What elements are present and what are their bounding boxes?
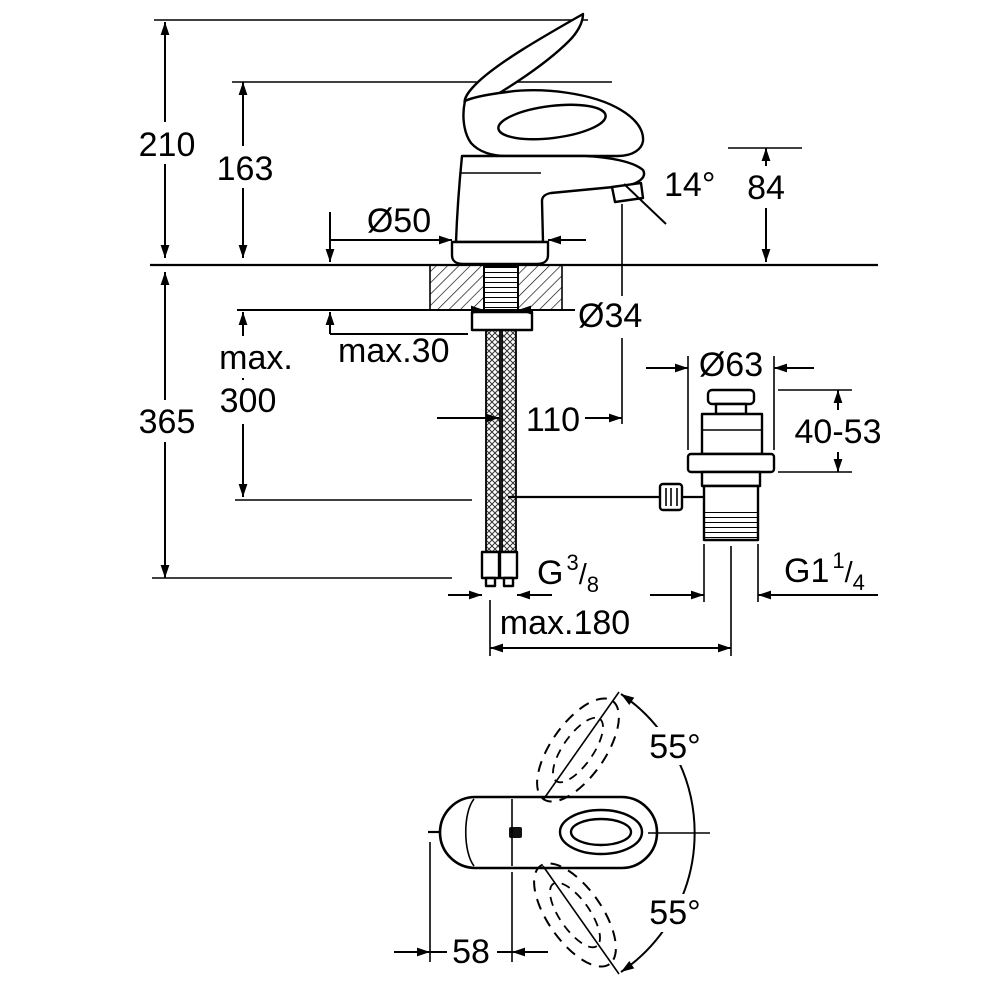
label-bg	[134, 122, 200, 164]
side-view: 210 163 365 max. 300	[134, 12, 885, 656]
dim-max180: max.180	[490, 604, 731, 653]
label-14deg: 14°	[664, 166, 715, 204]
dim-14deg: 14°	[623, 166, 715, 225]
rotated-handle-bottom-inner	[549, 881, 601, 949]
label-bg	[791, 410, 885, 452]
counter-hatch-right	[518, 266, 562, 310]
label-d50: Ø50	[367, 202, 431, 240]
label-55-bottom: 55°	[649, 894, 700, 932]
label-58: 58	[452, 933, 490, 971]
radial-line-bottom	[542, 865, 620, 975]
angle-leader-line	[623, 183, 667, 225]
label-110: 110	[526, 401, 580, 439]
handle-top-view	[428, 795, 659, 870]
threaded-shank	[483, 265, 519, 313]
dimensions-side-view: 210 163 365 max. 300	[134, 22, 885, 653]
label-bg	[204, 380, 294, 424]
label-bg	[642, 727, 708, 765]
hose-tail-right	[502, 576, 515, 588]
supply-hose-left	[485, 329, 501, 557]
dim-d50: Ø50	[325, 202, 586, 262]
supply-hoses-group	[480, 329, 519, 588]
label-max300-line1: max.	[219, 339, 293, 377]
radial-line-top	[542, 691, 620, 801]
label-max180: max.180	[500, 604, 630, 642]
label-84: 84	[747, 169, 785, 207]
dim-max300: max. 300	[204, 312, 306, 497]
mounting-shank-group	[470, 265, 534, 332]
top-view: 55° 55° 58	[394, 691, 710, 975]
mounting-nut	[470, 310, 534, 332]
drain-flange	[686, 452, 776, 474]
tailpipe-thread	[704, 508, 758, 540]
drain-lower-neck	[700, 470, 762, 488]
dim-max30: max.30	[325, 312, 468, 370]
hose-tail-left	[484, 576, 497, 588]
label-bg	[737, 166, 795, 208]
label-bg	[134, 400, 200, 442]
label-max300-line2: 300	[220, 382, 277, 420]
dim-84: 84	[737, 148, 795, 262]
faucet-body-group	[450, 12, 646, 266]
label-d34: Ø34	[578, 297, 642, 335]
label-365: 365	[139, 403, 196, 441]
label-bg	[213, 146, 277, 188]
label-4053: 40-53	[795, 413, 882, 451]
logo-mark	[509, 827, 522, 838]
dim-210: 210	[134, 22, 200, 258]
counter-hatch-left	[430, 266, 484, 310]
countertop-section	[429, 266, 563, 310]
hose-nut-right	[498, 550, 519, 580]
dim-4053: 40-53	[791, 390, 885, 472]
spout-aerator	[610, 181, 645, 204]
label-bg	[447, 932, 497, 970]
label-d63: Ø63	[699, 346, 763, 384]
rotated-handle-bottom-outer	[533, 862, 617, 968]
faucet-body	[454, 154, 646, 244]
dim-58: 58	[394, 842, 548, 971]
drain-upper-body	[700, 412, 764, 456]
dim-d34: Ø34	[440, 297, 642, 335]
hose-nut-left	[480, 550, 501, 580]
dim-110: 110	[437, 401, 622, 439]
dim-163: 163	[213, 82, 277, 258]
rotation-indicator: 55° 55°	[533, 691, 710, 975]
label-55-top: 55°	[649, 728, 700, 766]
loop-ring-inner	[569, 817, 633, 847]
label-bg	[204, 336, 306, 378]
faucet-base	[450, 240, 550, 266]
handle-seam	[465, 798, 475, 867]
drain-cap	[706, 388, 756, 406]
dim-d63: Ø63	[646, 346, 814, 384]
drain-neck	[714, 402, 748, 416]
label-210: 210	[139, 126, 196, 164]
handle-loop-cutout	[497, 103, 607, 141]
supply-hose-right	[501, 329, 517, 557]
label-max30: max.30	[338, 332, 450, 370]
label-163: 163	[217, 150, 274, 188]
label-bg	[642, 894, 708, 932]
drain-assembly-group	[686, 388, 776, 542]
pop-up-rod-group	[508, 482, 704, 512]
dim-365: 365	[134, 272, 200, 578]
